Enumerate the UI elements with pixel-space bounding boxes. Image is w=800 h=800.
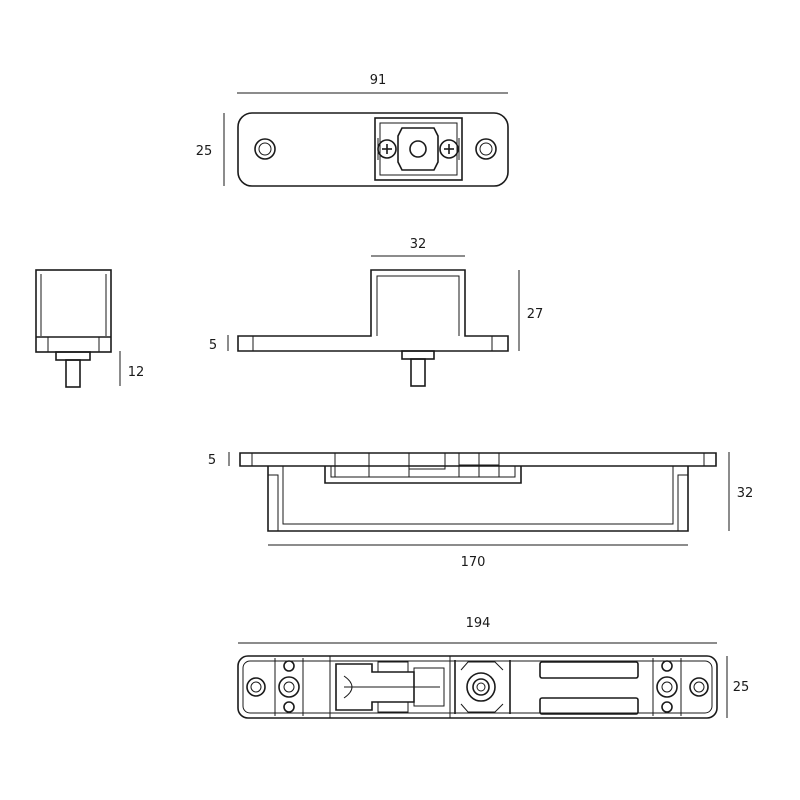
dim-label-170: 170 [461,555,486,570]
dim-label-5-long: 5 [208,453,216,468]
dim-label-32-long: 32 [737,486,754,501]
dim-label-32-side: 32 [410,237,427,252]
end-view: 12 [35,269,145,388]
keeper-side-view: 32 27 5 [209,237,544,387]
dim-label-25-top: 25 [196,144,213,159]
lock-front-view: 194 25 [237,616,750,719]
lock-body-side-view: 5 32 170 [208,452,753,570]
dim-label-27: 27 [527,307,544,322]
dim-label-12: 12 [128,365,145,380]
dim-label-5-side: 5 [209,338,217,353]
keeper-top-view: 91 25 [196,73,509,187]
dim-label-91: 91 [370,73,387,88]
dim-label-194: 194 [466,616,491,631]
dim-label-25-bottom: 25 [733,680,750,695]
